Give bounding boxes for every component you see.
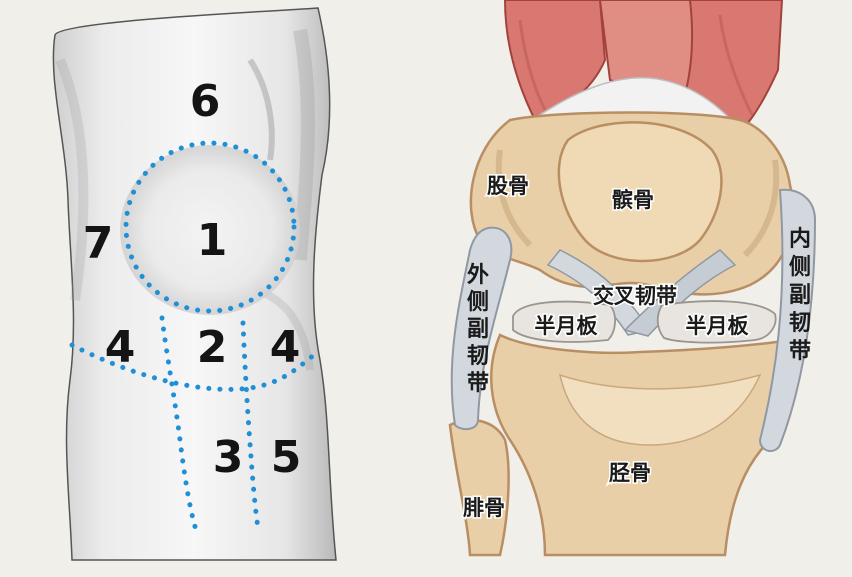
zone-4-left-label: 4 (105, 322, 136, 373)
zone-4-right-label: 4 (270, 322, 301, 373)
lateral-collateral-char: 侧 (467, 290, 489, 315)
lateral-collateral-ligament (450, 226, 513, 431)
lateral-collateral-char: 韧 (467, 344, 489, 369)
dotted-zone-lines (69, 140, 321, 533)
zone-7-label: 7 (83, 218, 114, 269)
zone-3-label: 3 (213, 432, 244, 483)
knee-cap-shape (120, 145, 300, 315)
lateral-collateral-char: 外 (467, 262, 489, 288)
zone-6-label: 6 (190, 76, 221, 127)
lateral-collateral-char: 带 (467, 371, 489, 396)
zone-2-label: 2 (197, 322, 228, 373)
cruciate-ligament-label: 交叉韧带 (593, 284, 677, 308)
knee-anatomy-svg: 股骨 髌骨 交叉韧带 半月板 半月板 胫骨 腓骨 外 侧 副 韧 带 内 侧 副… (448, 0, 817, 557)
knee-anatomy-diagram: 股骨 髌骨 交叉韧带 半月板 半月板 胫骨 腓骨 外 侧 副 韧 带 内 侧 副… (430, 0, 852, 577)
knee-zone-svg: 6 1 7 4 2 4 3 5 (52, 7, 337, 561)
femur-label: 股骨 (487, 174, 529, 198)
fibula-label: 腓骨 (463, 496, 505, 520)
zone-5-label: 5 (271, 432, 302, 483)
zone-1-label: 1 (197, 215, 228, 266)
thigh-muscles (503, 0, 784, 151)
medial-collateral-char: 侧 (789, 255, 811, 280)
medial-collateral-char: 韧 (789, 311, 811, 336)
menisci (512, 300, 777, 344)
lateral-collateral-label: 外 侧 副 韧 带 (467, 262, 489, 396)
meniscus-right-label: 半月板 (686, 314, 750, 338)
patella-bone (557, 121, 723, 263)
tibia-label: 胫骨 (609, 461, 651, 485)
lateral-collateral-char: 副 (467, 317, 489, 342)
medial-collateral-char: 带 (789, 339, 811, 364)
medial-collateral-char: 内 (789, 227, 811, 252)
medial-collateral-ligament (758, 188, 817, 452)
patella-label: 髌骨 (612, 188, 654, 212)
meniscus-left-label: 半月板 (535, 314, 599, 338)
fibula-bone (448, 418, 510, 557)
medial-collateral-label: 内 侧 副 韧 带 (789, 227, 811, 364)
cruciate-ligaments (546, 249, 737, 337)
medial-collateral-char: 副 (789, 283, 811, 308)
knee-zone-diagram: 6 1 7 4 2 4 3 5 (52, 7, 337, 561)
